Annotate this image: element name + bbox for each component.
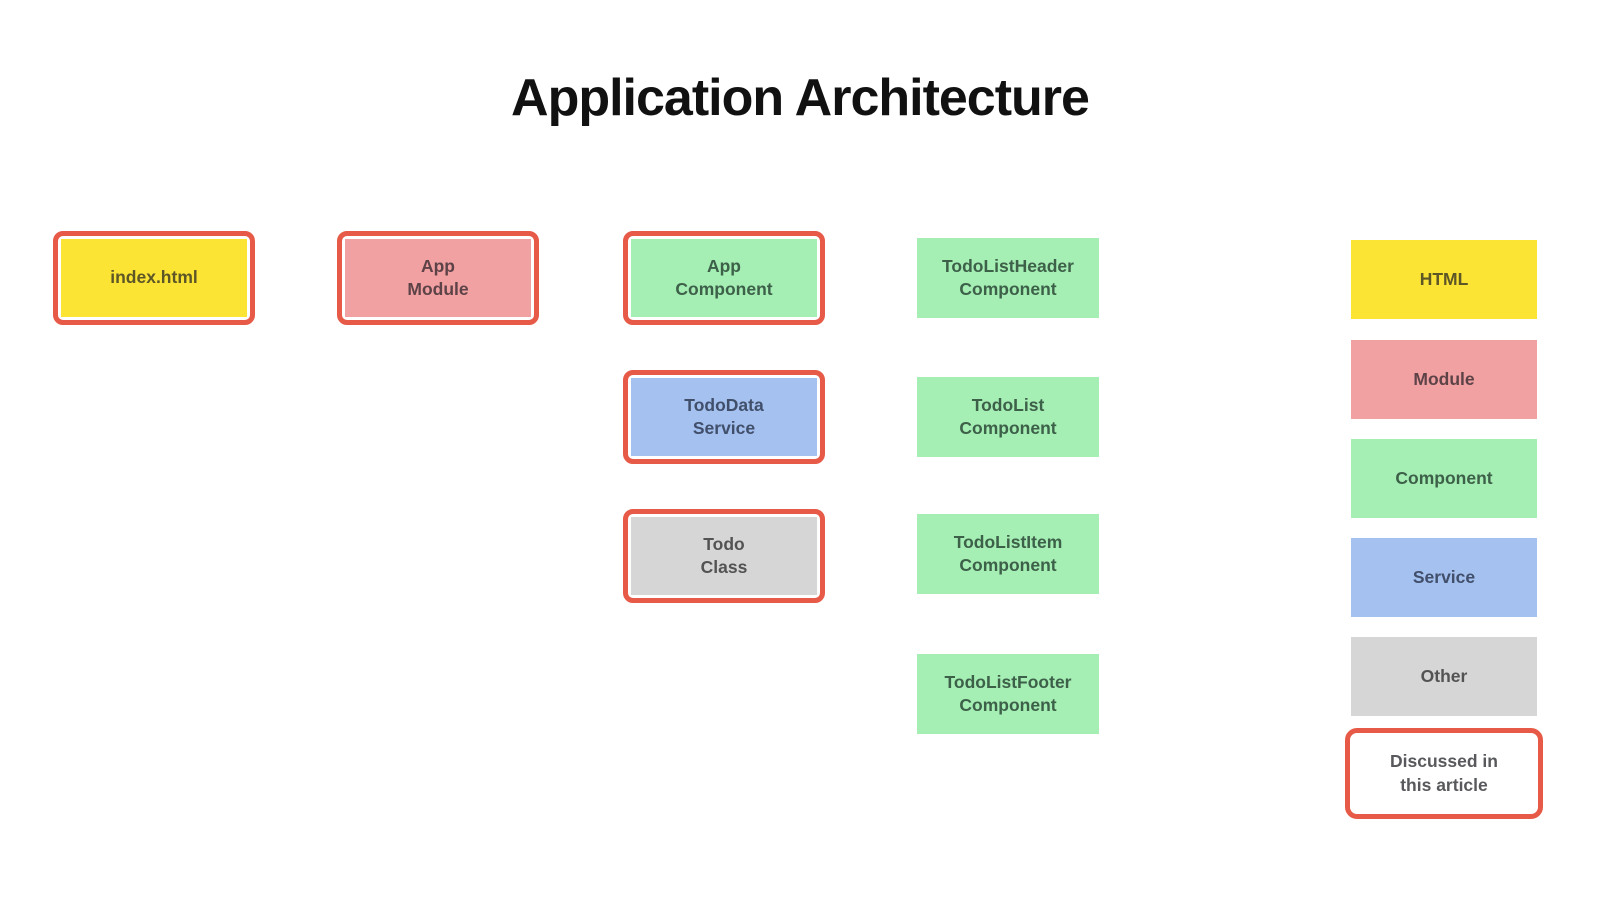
legend-label: Discussed in this article [1390,751,1498,795]
legend-item-html: HTML [1351,240,1537,319]
node-label: Todo Class [700,533,748,577]
node-fill: App Component [631,239,817,317]
node-label: TodoData Service [684,394,764,438]
node-app-module: App Module [337,231,539,325]
node-label: TodoListFooter Component [944,671,1072,715]
legend-item-other: Other [1351,637,1537,716]
legend-label: Module [1413,368,1475,389]
node-todolistitem-component: TodoListItem Component [917,514,1099,594]
node-todo-class: Todo Class [623,509,825,603]
node-fill: TodoData Service [631,378,817,456]
node-label: App Component [675,255,773,299]
legend-item-service: Service [1351,538,1537,617]
legend-item-component: Component [1351,439,1537,518]
legend-item-module: Module [1351,340,1537,419]
node-tododata-service: TodoData Service [623,370,825,464]
node-label: TodoListItem Component [953,531,1063,575]
node-label: index.html [110,267,198,288]
node-todolist-component: TodoList Component [917,377,1099,457]
node-label: TodoList Component [959,394,1057,438]
node-label: TodoListHeader Component [942,255,1074,299]
node-todolistheader-component: TodoListHeader Component [917,238,1099,318]
node-fill: Todo Class [631,517,817,595]
node-index-html: index.html [53,231,255,325]
node-fill: App Module [345,239,531,317]
legend-fill: Discussed in this article [1353,736,1535,811]
node-todolistfooter-component: TodoListFooter Component [917,654,1099,734]
node-app-component: App Component [623,231,825,325]
node-fill: index.html [61,239,247,317]
legend-label: HTML [1419,268,1469,289]
legend-label: Other [1420,665,1468,686]
legend-label: Component [1395,467,1493,488]
page-title: Application Architecture [511,69,1090,127]
legend-item-discussed-in-this-article: Discussed in this article [1345,728,1543,819]
legend-label: Service [1412,566,1476,587]
node-label: App Module [407,255,469,299]
